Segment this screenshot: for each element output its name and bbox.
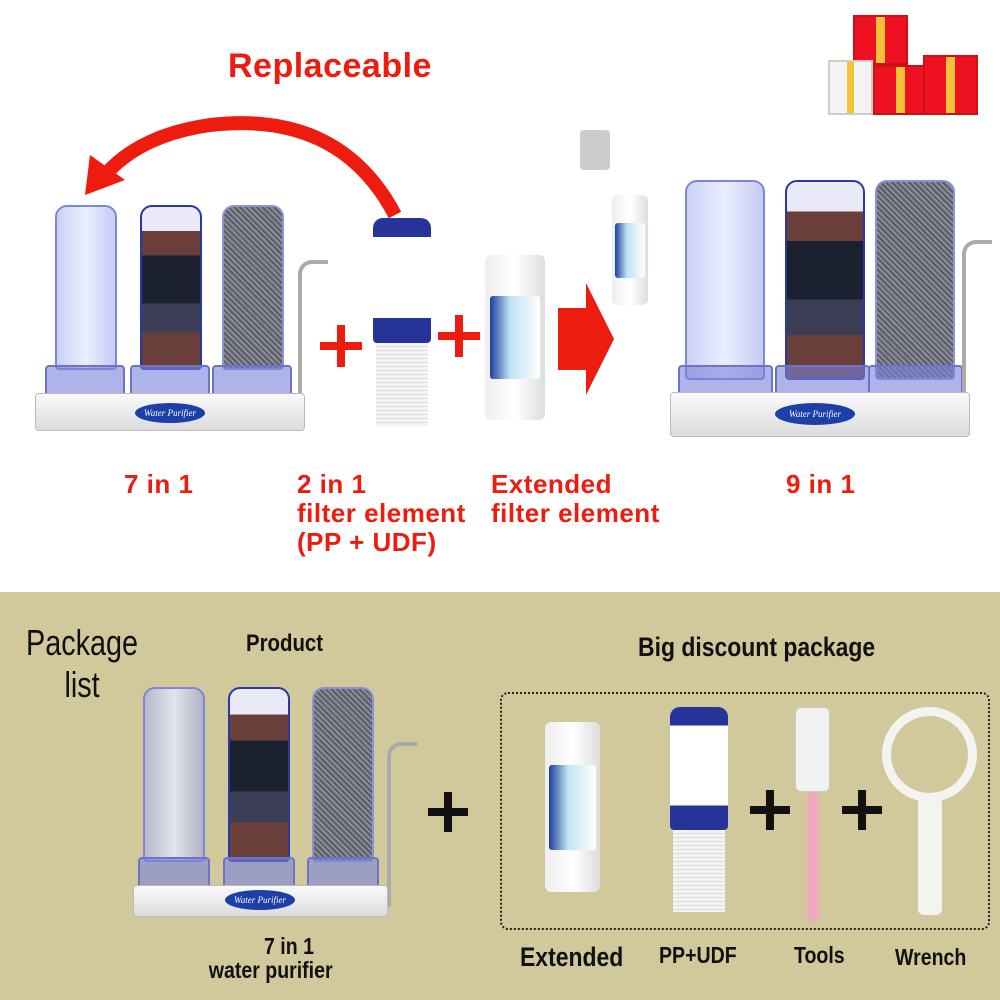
- plus-icon: [750, 790, 790, 830]
- label-line: (PP + UDF): [297, 527, 437, 557]
- extended-cartridge-image: [485, 255, 545, 420]
- purifier-product-image: Water Purifier: [90, 687, 420, 917]
- caption-line: 7 in 1: [263, 933, 314, 959]
- caption-line: water purifier: [208, 957, 333, 983]
- pp-udf-cartridge-image: [670, 707, 728, 912]
- purifier-9in1-image: Water Purifier: [570, 130, 1000, 445]
- right-arrow-icon: [558, 283, 614, 395]
- plus-icon: [842, 790, 882, 830]
- plus-icon: [428, 792, 468, 832]
- title-line: Package: [26, 622, 139, 663]
- water-purifier-logo: Water Purifier: [225, 890, 295, 910]
- replaceable-headline: Replaceable: [228, 47, 432, 85]
- item-label-tools: Tools: [794, 942, 845, 968]
- label-9in1: 9 in 1: [786, 469, 856, 499]
- purifier-7in1-image: Water Purifier: [0, 205, 328, 435]
- product-caption: 7 in 1 water purifier: [209, 933, 333, 982]
- product-heading: Product: [246, 630, 324, 657]
- item-label-wrench: Wrench: [895, 944, 967, 970]
- pp-udf-cartridge-image: [373, 218, 431, 426]
- plus-icon: [320, 325, 362, 367]
- upgrade-section: Replaceable Water Purifier W: [0, 10, 1000, 557]
- title-line: list: [64, 664, 100, 705]
- water-purifier-logo: Water Purifier: [135, 403, 205, 423]
- label-2in1-filter: 2 in 1 filter element (PP + UDF): [297, 470, 466, 557]
- label-line: filter element: [491, 498, 660, 528]
- plus-icon: [438, 315, 480, 357]
- discount-package-box: [500, 692, 990, 930]
- wrench-image: [882, 707, 977, 917]
- extended-cartridge-image: [545, 722, 600, 892]
- item-label-pp-udf: PP+UDF: [659, 942, 737, 968]
- water-purifier-logo: Water Purifier: [775, 403, 855, 425]
- item-label-extended: Extended: [520, 942, 624, 972]
- curved-arrow-icon: [85, 116, 402, 219]
- gift-boxes-image: [828, 10, 983, 118]
- discount-heading: Big discount package: [638, 632, 876, 662]
- label-extended-filter: Extended filter element: [491, 470, 660, 528]
- label-line: 2 in 1: [297, 469, 367, 499]
- cleaning-brush-tool-image: [795, 707, 830, 922]
- package-list-title: Package list: [26, 622, 138, 706]
- label-7in1: 7 in 1: [124, 469, 194, 499]
- label-line: Extended: [491, 469, 613, 499]
- label-line: filter element: [297, 498, 466, 528]
- package-section: Package list Product Big discount packag…: [0, 592, 1000, 1000]
